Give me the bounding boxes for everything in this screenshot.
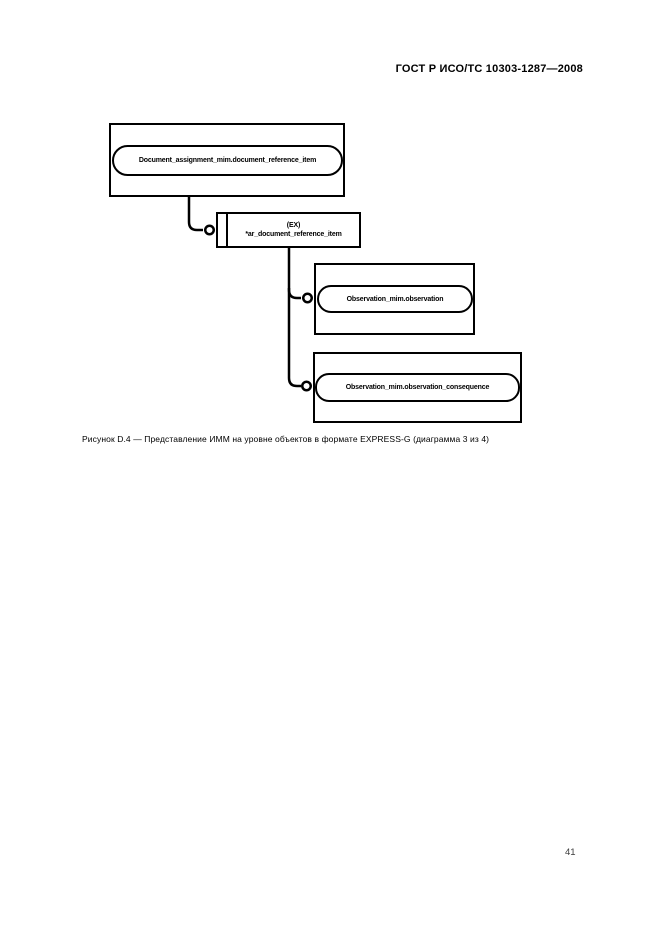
node-observation-oval: Observation_mim.observation [317,285,473,313]
node-document-reference-item-oval: Document_assignment_mim.document_referen… [112,145,343,176]
node-label-line2: *ar_document_reference_item [245,231,342,238]
open-circle-terminator [204,224,215,236]
node-label-line1: (EX) [286,221,301,229]
page-number: 41 [565,847,576,858]
figure-caption: Рисунок D.4 — Представление ИММ на уровн… [82,434,490,444]
open-circle-terminator [302,292,313,304]
node-observation-consequence-oval: Observation_mim.observation_consequence [315,373,520,402]
left-bar [226,214,228,246]
edge-select-to-observation-consequence [287,288,312,392]
edge-select-to-observation [287,247,313,304]
open-circle-terminator [301,380,312,392]
node-ar-document-reference-item-label: (EX) *ar_document_reference_item [228,214,359,246]
edge-doc-ref-to-select [187,196,215,236]
node-ar-document-reference-item: (EX) *ar_document_reference_item [216,212,361,248]
document-header: ГОСТ Р ИСО/ТС 10303-1287—2008 [395,63,583,75]
